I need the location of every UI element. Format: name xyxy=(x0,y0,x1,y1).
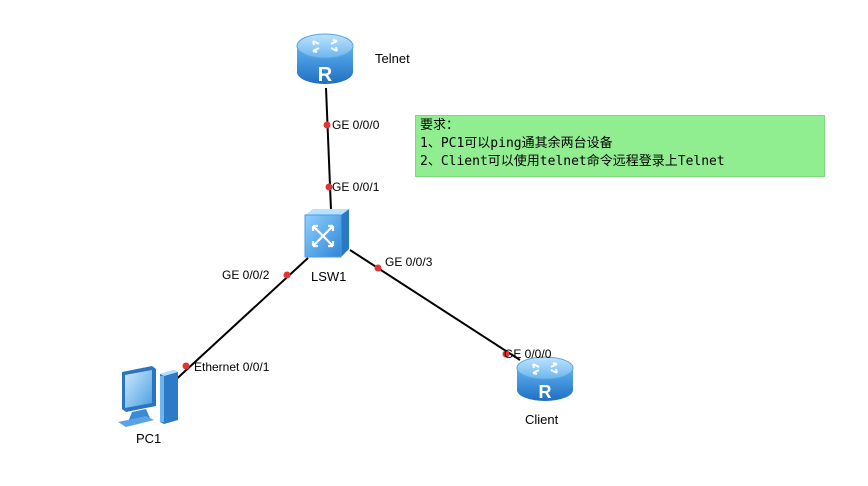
link-lsw1-pc1[interactable] xyxy=(169,257,309,386)
svg-text:R: R xyxy=(318,64,333,86)
switch-icon xyxy=(304,209,349,258)
port-label-pc1-eth001: Ethernet 0/0/1 xyxy=(194,360,270,374)
pc-icon xyxy=(118,366,178,427)
router-icon: R xyxy=(516,356,574,402)
device-label-lsw1: LSW1 xyxy=(311,269,347,284)
router-icon: R xyxy=(296,33,354,86)
device-client[interactable]: R xyxy=(514,354,576,406)
port-dot-client-ge000 xyxy=(502,350,510,358)
port-dot-telnet-ge000 xyxy=(323,121,331,129)
port-dot-lsw1-ge001 xyxy=(325,183,333,191)
port-label-lsw1-ge001: GE 0/0/1 xyxy=(332,180,380,194)
svg-text:R: R xyxy=(539,382,552,402)
device-label-telnet: Telnet xyxy=(375,51,410,66)
port-label-lsw1-ge003: GE 0/0/3 xyxy=(385,255,433,269)
device-telnet[interactable]: R xyxy=(294,28,356,90)
device-pc1[interactable] xyxy=(116,366,186,428)
requirements-title: 要求： xyxy=(420,118,460,133)
port-label-client-ge000: GE 0/0/0 xyxy=(504,347,552,361)
device-label-pc1: PC1 xyxy=(136,431,162,446)
port-label-telnet-ge000: GE 0/0/0 xyxy=(332,118,380,132)
port-dot-lsw1-ge003 xyxy=(374,264,382,272)
requirement-item: 1、PC1可以ping通其余两台设备 xyxy=(420,136,613,151)
requirement-item: 2、Client可以使用telnet命令远程登录上Telnet xyxy=(420,154,725,169)
port-label-lsw1-ge002: GE 0/0/2 xyxy=(222,268,270,282)
device-label-client: Client xyxy=(525,412,559,427)
port-dot-pc1-eth001 xyxy=(182,362,190,370)
port-dot-lsw1-ge002 xyxy=(283,271,291,279)
link-telnet-lsw1[interactable] xyxy=(325,87,332,211)
requirements-note[interactable]: 要求： 1、PC1可以ping通其余两台设备 2、Client可以使用telne… xyxy=(415,115,825,177)
device-lsw1[interactable] xyxy=(303,207,351,259)
